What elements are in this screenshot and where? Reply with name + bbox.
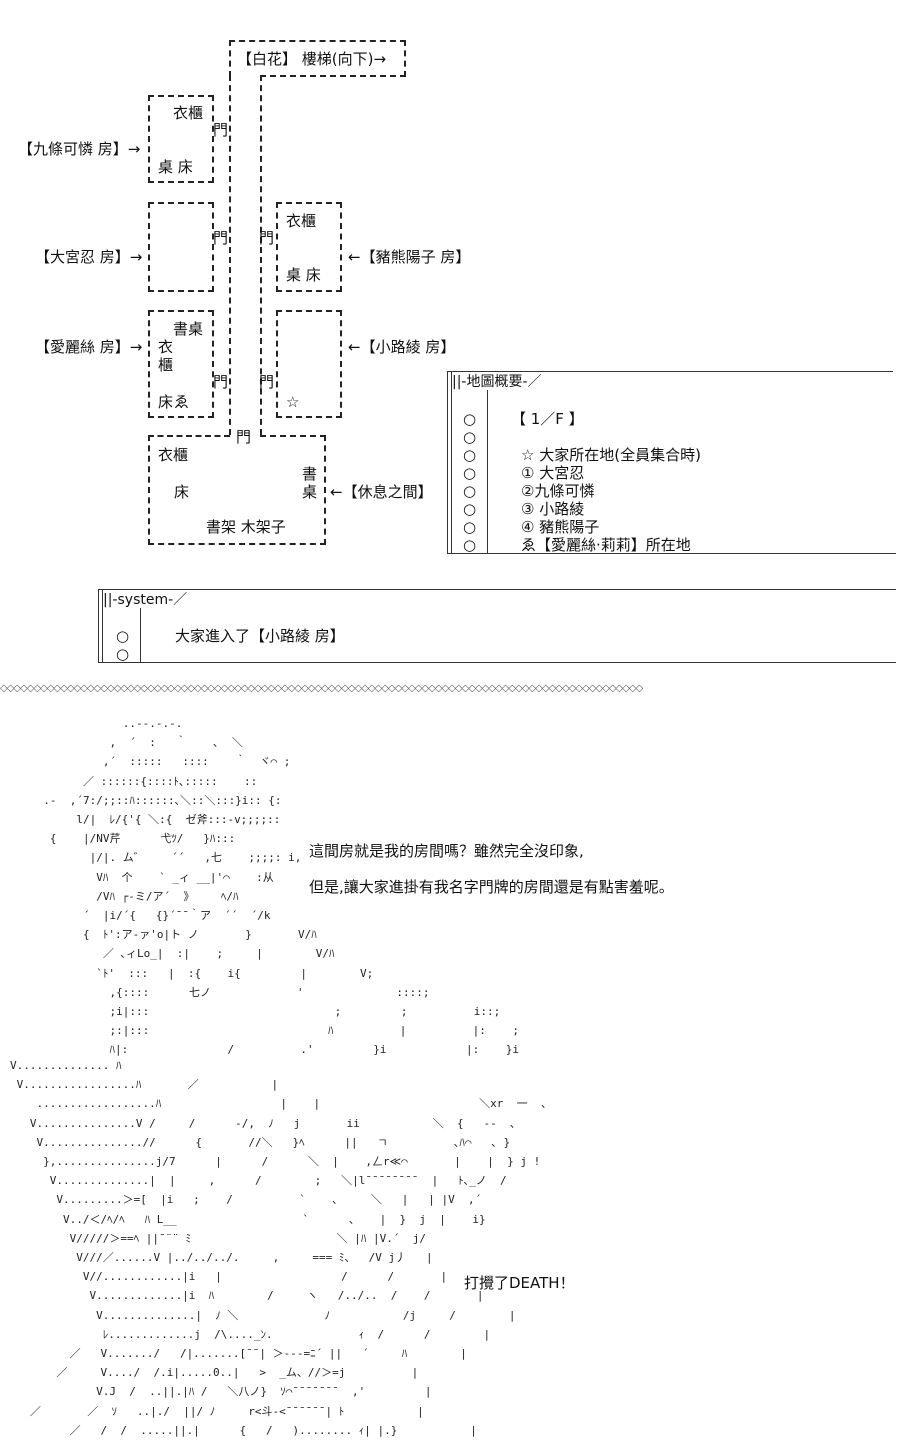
system-bullet: ○ xyxy=(116,627,130,645)
overview-bullet: ○ xyxy=(463,500,477,518)
wardrobe-alice-1: 衣 xyxy=(158,338,174,356)
overview-floor: 【 1／F 】 xyxy=(511,410,584,428)
door-lounge: 門 xyxy=(236,428,252,446)
overview-bullet: ○ xyxy=(463,410,477,428)
legend-item: ① 大宮忍 xyxy=(521,464,585,482)
wardrobe-lounge: 衣櫃 xyxy=(158,446,189,464)
room-label-kujo: 【九條可憐 房】→ xyxy=(18,140,141,158)
door-omiya: 門 xyxy=(213,229,229,247)
legend-item: ゑ【愛麗絲·莉莉】所在地 xyxy=(521,536,691,554)
desk-lounge-1: 書 xyxy=(302,465,318,483)
bed-lounge: 床 xyxy=(174,483,190,501)
alice-marker: ゑ xyxy=(174,393,190,411)
room-label-alice: 【愛麗絲 房】→ xyxy=(35,338,143,356)
lounge-top-right xyxy=(260,435,326,437)
room-kujo xyxy=(148,95,214,183)
legend-item: ④ 豬熊陽子 xyxy=(521,518,600,536)
room-alice xyxy=(148,310,214,418)
lounge-top-left xyxy=(148,435,230,437)
overview-top-rule xyxy=(447,371,893,372)
overview-bullet: ○ xyxy=(463,536,477,554)
system-left-rule xyxy=(98,589,99,662)
room-label-komichi: ←【小路綾 房】 xyxy=(348,338,456,356)
room-label-omiya: 【大宮忍 房】→ xyxy=(35,248,143,266)
diamond-separator: ◇◇◇◇◇◇◇◇◇◇◇◇◇◇◇◇◇◇◇◇◇◇◇◇◇◇◇◇◇◇◇◇◇◇◇◇◇◇◇◇… xyxy=(0,683,643,694)
system-message: 大家進入了【小路綾 房】 xyxy=(175,627,345,645)
legend-item: ☆ 大家所在地(全員集合時) xyxy=(521,446,701,464)
system-bullet: ○ xyxy=(116,645,130,663)
desk-bed-kujo: 桌 床 xyxy=(158,158,193,176)
legend-item: ③ 小路綾 xyxy=(521,500,585,518)
room-lounge xyxy=(148,435,326,545)
dialogue-line-3: 打攪了DEATH！ xyxy=(464,1274,575,1292)
overview-bullet: ○ xyxy=(463,464,477,482)
room-label-lounge: ←【休息之間】 xyxy=(330,483,433,501)
system-title: ||-system-／ xyxy=(103,592,188,608)
desk-lounge-2: 桌 xyxy=(302,483,318,501)
overview-left-rule xyxy=(447,371,448,553)
shelves-lounge: 書架 木架子 xyxy=(206,518,286,536)
overview-bullet: ○ xyxy=(463,482,477,500)
overview-bullet: ○ xyxy=(463,518,477,536)
door-kujo: 門 xyxy=(213,121,229,139)
system-inner-rule xyxy=(140,608,141,662)
bed-alice: 床 xyxy=(158,393,174,411)
overview-left-rule-2 xyxy=(451,371,452,553)
corridor-left-outer xyxy=(229,75,231,435)
system-top-rule xyxy=(98,589,896,590)
overview-inner-rule xyxy=(487,390,488,553)
wardrobe-kujo: 衣櫃 xyxy=(173,104,204,122)
dialogue-line-1: 這間房就是我的房間嗎？雖然完全沒印象, xyxy=(309,842,584,860)
overview-bottom-rule xyxy=(447,553,896,554)
room-omiya xyxy=(148,202,214,292)
corridor-left-inner xyxy=(260,75,262,435)
stairs-box xyxy=(229,40,406,77)
desk-bed-inokuma: 桌 床 xyxy=(286,266,321,284)
overview-bullet: ○ xyxy=(463,446,477,464)
wardrobe-inokuma: 衣櫃 xyxy=(286,212,317,230)
room-label-inokuma: ←【豬熊陽子 房】 xyxy=(348,248,471,266)
dialogue-line-2: 但是,讓大家進掛有我名字門牌的房間還是有點害羞呢。 xyxy=(309,878,674,896)
system-bottom-rule xyxy=(98,662,896,663)
room-komichi xyxy=(276,310,342,418)
room-inokuma xyxy=(276,202,342,292)
door-komichi: 門 xyxy=(259,373,275,391)
overview-bullet: ○ xyxy=(463,428,477,446)
legend-item: ②九條可憐 xyxy=(521,482,595,500)
corridor-top xyxy=(260,75,406,77)
door-inokuma: 門 xyxy=(259,229,275,247)
door-alice: 門 xyxy=(213,373,229,391)
grab-ascii-art: V.............. ﾊ V.................ﾊ ／ … xyxy=(10,1059,552,1437)
stairs-label: 【白花】 樓梯(向下)→ xyxy=(237,50,387,68)
overview-title: ||-地圖概要-／ xyxy=(452,374,542,390)
wardrobe-alice-2: 櫃 xyxy=(158,356,174,374)
girl-ascii-art: ..--.-.-. , ´ : ｀ ､ ＼ ,´ ::::: :::: ｀ ヾ⌒… xyxy=(43,717,519,1057)
desk-alice: 書桌 xyxy=(173,320,204,338)
star-marker: ☆ xyxy=(286,393,300,411)
system-left-rule-2 xyxy=(102,589,103,662)
